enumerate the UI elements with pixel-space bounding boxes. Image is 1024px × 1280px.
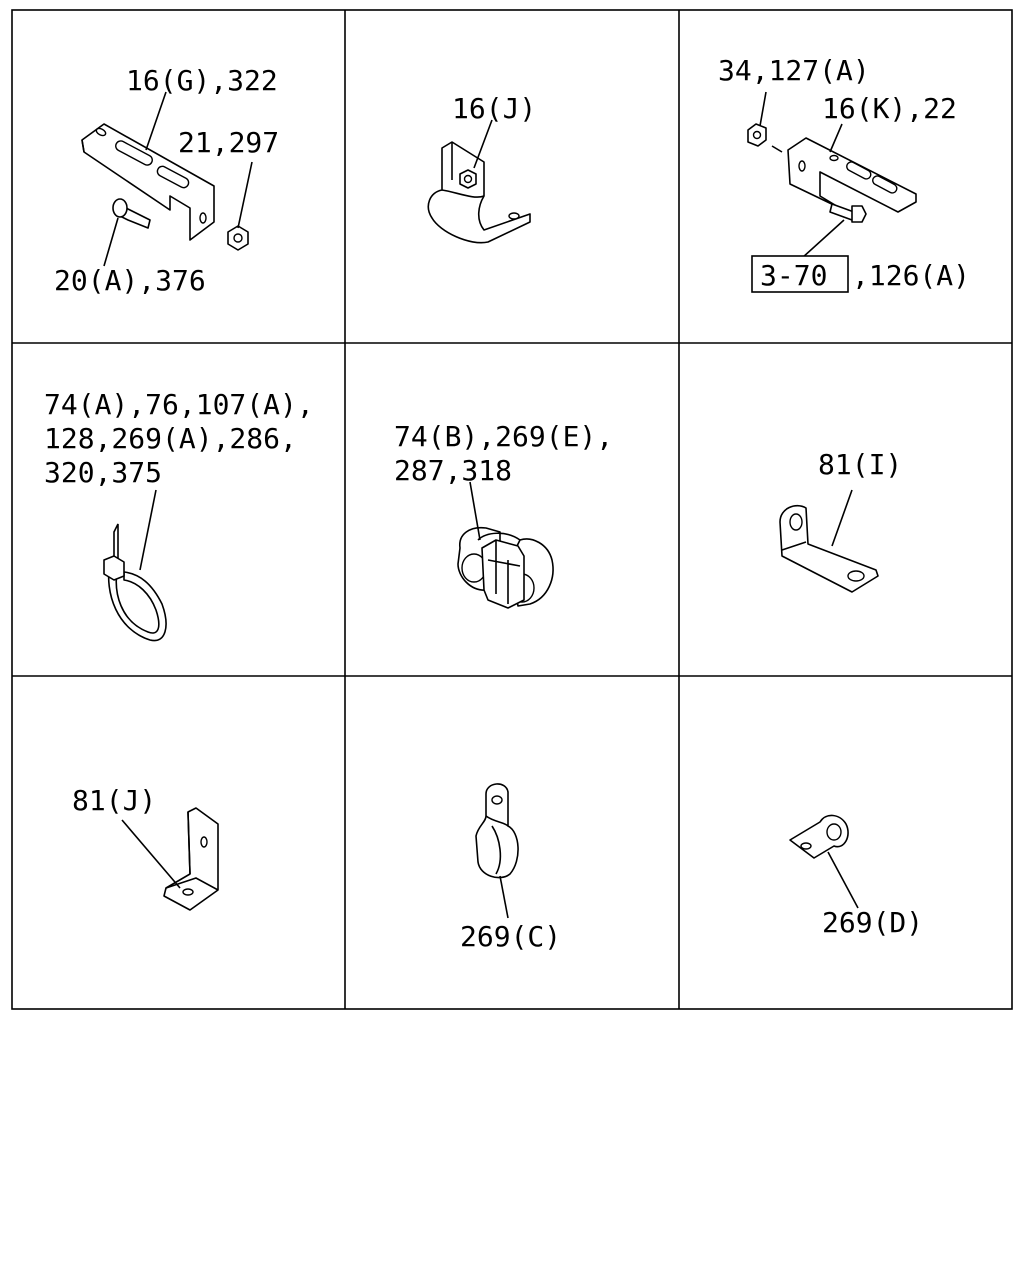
clamp-16j-drawing	[427, 141, 531, 244]
reference-box	[751, 255, 849, 293]
cell-clamp-16j: 16(J)	[427, 92, 536, 244]
label-16j: 16(J)	[452, 92, 536, 125]
label-16k-22: 16(K),22	[822, 92, 957, 125]
cell-clip-269c: 269(C)	[460, 783, 561, 953]
label-34-127a: 34,127(A)	[718, 54, 870, 87]
label-74b-line1: 74(B),269(E),	[394, 420, 613, 453]
bracket-81i-drawing	[779, 504, 879, 593]
label-269c: 269(C)	[460, 920, 561, 953]
label-20a-376: 20(A),376	[54, 264, 206, 297]
bracket-16g-drawing	[81, 123, 215, 241]
label-81i: 81(I)	[818, 448, 902, 481]
cell-bracket-16g: 16(G),322 21,297 20(A),376	[54, 64, 279, 297]
label-81j: 81(J)	[72, 784, 156, 817]
label-74a-line3: 320,375	[44, 456, 162, 489]
cell-bracket-81i: 81(I)	[779, 448, 902, 593]
label-269d: 269(D)	[822, 906, 923, 939]
bolt-drawing	[112, 198, 151, 229]
clip-269c-drawing	[475, 783, 519, 879]
label-74b-line2: 287,318	[394, 454, 512, 487]
bolt-126a-drawing	[829, 203, 867, 223]
cell-bracket-16k: 34,127(A) 16(K),22 3-70 ,126(A)	[718, 54, 970, 293]
label-21-297: 21,297	[178, 126, 279, 159]
double-clip-drawing	[457, 526, 554, 609]
label-126a: ,126(A)	[852, 259, 970, 292]
label-16g-322: 16(G),322	[126, 64, 278, 97]
cell-clip-269d: 269(D)	[789, 814, 923, 939]
label-74a-line2: 128,269(A),286,	[44, 422, 297, 455]
cell-cable-tie: 74(A),76,107(A), 128,269(A),286, 320,375	[44, 388, 314, 642]
cell-bracket-81j: 81(J)	[72, 784, 219, 911]
label-74a-line1: 74(A),76,107(A),	[44, 388, 314, 421]
cell-double-clip: 74(B),269(E), 287,318	[394, 420, 613, 609]
nut-34-drawing	[747, 123, 767, 147]
nut-drawing	[227, 225, 249, 251]
label-ref-3-70: 3-70	[760, 259, 827, 292]
